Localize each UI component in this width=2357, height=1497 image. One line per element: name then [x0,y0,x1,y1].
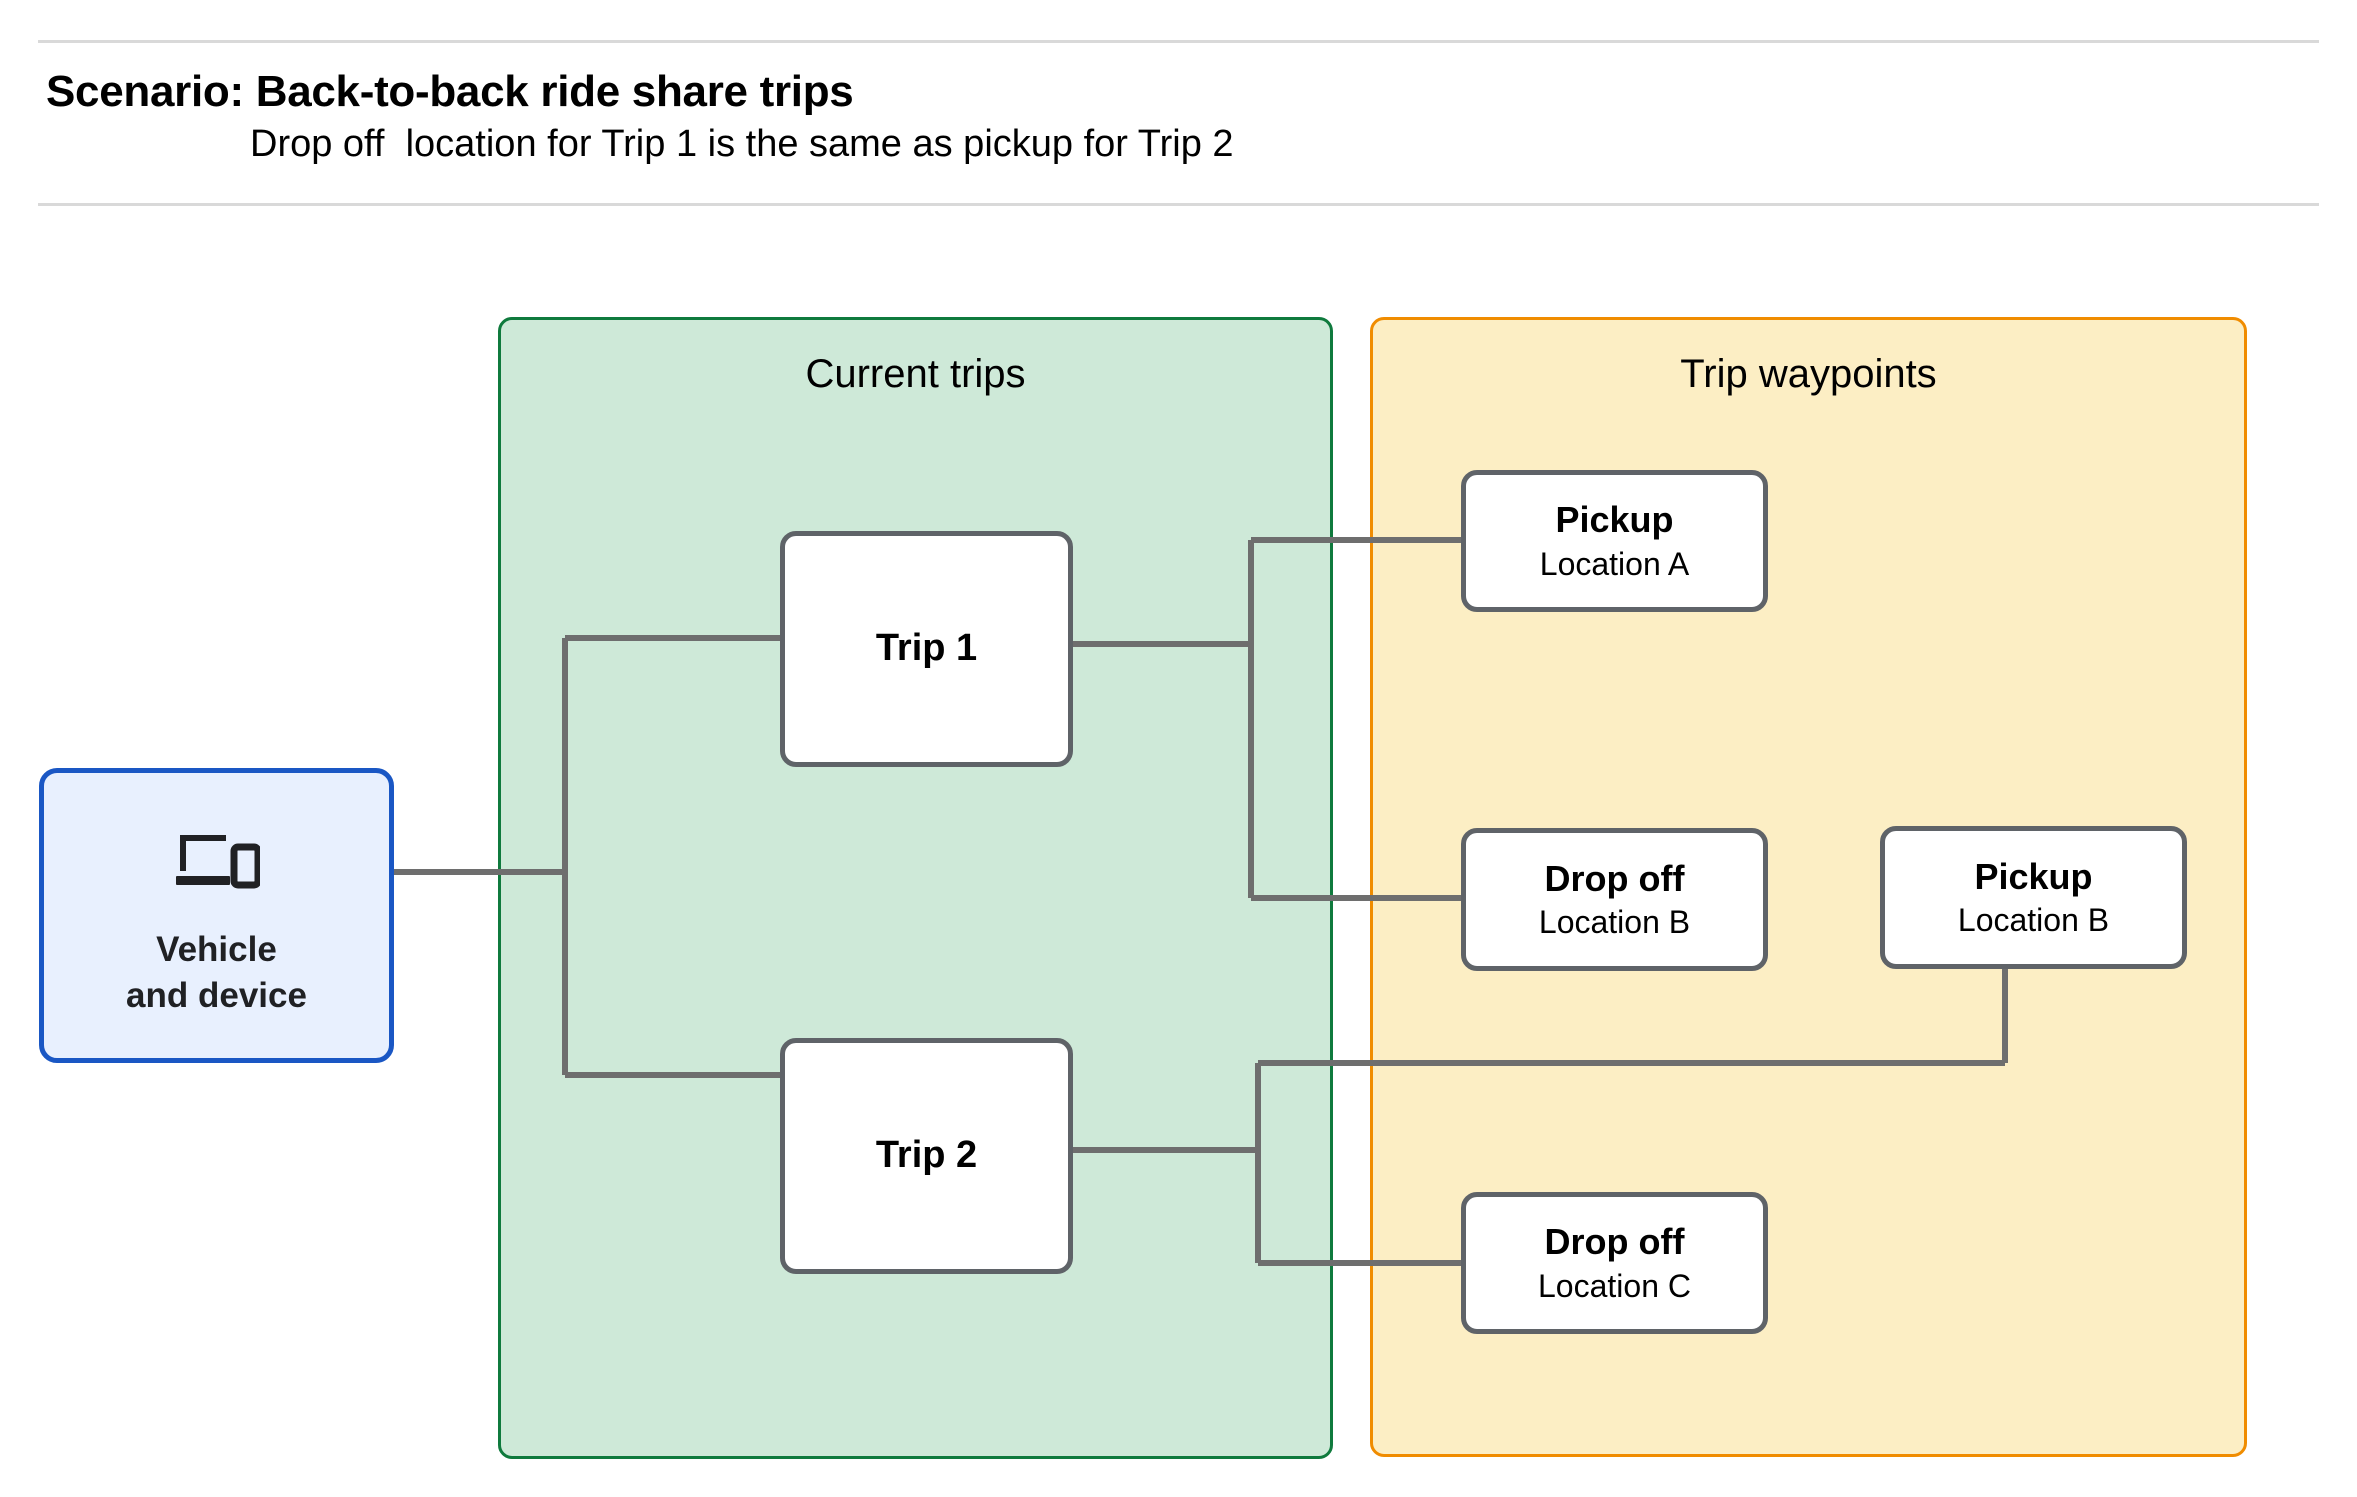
node-dropoff-b-title: Drop off [1544,857,1685,899]
header-divider-bottom [38,203,2319,206]
node-vehicle-and-device[interactable]: Vehicle and device [39,768,394,1063]
node-trip-2[interactable]: Trip 2 [780,1038,1073,1274]
node-dropoff-c-title: Drop off [1544,1221,1685,1263]
laptop-and-phone-icon [174,829,260,891]
node-trip-1[interactable]: Trip 1 [780,531,1073,767]
node-dropoff-location-b[interactable]: Drop off Location B [1461,828,1768,971]
node-pickup-b-title: Pickup [1974,855,2093,897]
node-vehicle-label: Vehicle and device [126,930,307,1015]
node-dropoff-b-subtitle: Location B [1538,904,1691,940]
page-title: Scenario: Back-to-back ride share trips [46,67,854,116]
page-subtitle: Drop off location for Trip 1 is the same… [250,123,1234,165]
node-pickup-a-title: Pickup [1555,499,1674,541]
node-pickup-location-a[interactable]: Pickup Location A [1461,470,1768,612]
group-panel-current-trips: Current trips [498,317,1333,1459]
group-title-trip-waypoints: Trip waypoints [1680,352,1937,396]
node-trip-2-label: Trip 2 [875,1134,978,1177]
node-pickup-a-subtitle: Location A [1539,545,1690,582]
header-divider-top [38,40,2319,43]
node-dropoff-location-c[interactable]: Drop off Location C [1461,1192,1768,1334]
node-trip-1-label: Trip 1 [875,627,978,670]
node-pickup-location-b[interactable]: Pickup Location B [1880,826,2187,969]
node-pickup-b-subtitle: Location B [1957,902,2110,938]
node-dropoff-c-subtitle: Location C [1538,1267,1691,1304]
group-title-current-trips: Current trips [805,352,1026,396]
